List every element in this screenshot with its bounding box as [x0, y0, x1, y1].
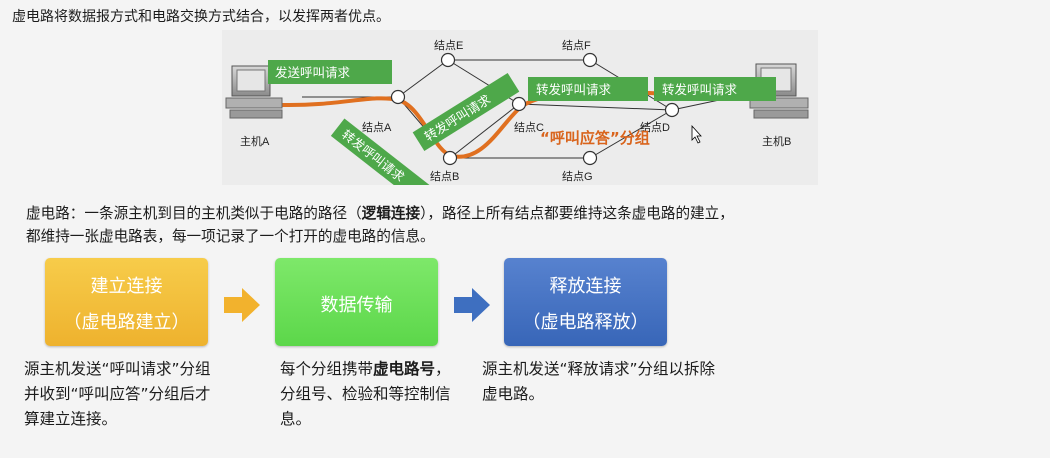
network-links	[302, 59, 758, 159]
arrow-right-icon-2	[454, 288, 490, 322]
host-a-computer-icon	[225, 65, 283, 119]
intro-text: 虚电路将数据报方式和电路交换方式结合，以发挥两者优点。	[12, 9, 390, 25]
definition-line2: 都维持一张虚电路表，每一项记录了一个打开的虚电路的信息。	[26, 228, 435, 245]
send-call-label: 发送呼叫请求	[275, 65, 351, 80]
forward-call-label-4: 转发呼叫请求	[662, 82, 738, 97]
host-a-label: 主机A	[240, 134, 270, 148]
step-release-connection: 释放连接 （虚电路释放）	[504, 258, 667, 346]
forward-call-label-3: 转发呼叫请求	[536, 82, 612, 97]
forward-call-label-box-3: 转发呼叫请求	[528, 77, 648, 101]
transfer-description-bold: 虚电路号	[373, 360, 436, 378]
node-d-label: 结点D	[640, 121, 670, 134]
send-call-label-box: 发送呼叫请求	[268, 60, 392, 84]
step-3-subtitle: （虚电路释放）	[522, 312, 649, 333]
node-c-label: 结点C	[514, 121, 544, 134]
step-1-subtitle: （虚电路建立）	[63, 312, 190, 333]
forward-call-label-box-4: 转发呼叫请求	[654, 77, 776, 101]
virtual-circuit-diagram: 结点E 结点F 结点A 结点C 结点D 结点B 结点G 主机A 主机B	[222, 30, 818, 185]
definition-bold: 逻辑连接	[361, 205, 421, 222]
step-3-title: 释放连接	[549, 276, 622, 297]
forward-call-label-2: 转发呼叫请求	[422, 91, 494, 144]
node-d-circle	[664, 102, 680, 118]
establish-description: 源主机发送“呼叫请求”分组并收到“呼叫应答”分组后才算建立连接。	[24, 360, 211, 428]
node-c-circle	[511, 96, 527, 112]
transfer-description: 每个分组携带虚电路号，分组号、检验和等控制信息。	[280, 357, 460, 432]
node-b-circle	[442, 150, 458, 166]
node-b-label: 结点B	[430, 170, 459, 183]
node-a-label: 结点A	[362, 121, 392, 134]
node-f-label: 结点F	[562, 39, 591, 52]
node-f-circle	[582, 52, 598, 68]
node-g-label: 结点G	[562, 170, 593, 183]
node-a-circle	[390, 89, 406, 105]
node-g-circle	[582, 150, 598, 166]
node-e-label: 结点E	[434, 39, 463, 52]
definition-suffix: ），路径上所有结点都要维持这条虚电路的建立，	[420, 205, 734, 222]
transfer-description-pre: 每个分组携带	[280, 360, 374, 378]
transfer-description-post: ，分组号、检验和等控制信息。	[280, 360, 451, 428]
step-2-title: 数据传输	[320, 295, 393, 316]
step-establish-connection: 建立连接 （虚电路建立）	[45, 258, 208, 346]
step-1-title: 建立连接	[90, 276, 163, 297]
node-e-circle	[440, 52, 456, 68]
definition-text: 虚电路：一条源主机到目的主机类似于电路的路径（逻辑连接），路径上所有结点都要维持…	[26, 202, 1026, 248]
arrow-right-icon-1	[224, 288, 260, 322]
forward-call-label-box-2: 转发呼叫请求	[412, 72, 520, 152]
release-description: 源主机发送“释放请求”分组以拆除虚电路。	[482, 360, 716, 403]
definition-prefix: 虚电路：一条源主机到目的主机类似于电路的路径（	[26, 205, 362, 222]
mouse-cursor-icon	[691, 124, 702, 144]
step-data-transfer: 数据传输	[275, 258, 438, 346]
network-nodes	[390, 52, 680, 166]
call-accept-label: “呼叫应答”分组	[540, 129, 650, 147]
forward-call-label-1: 转发呼叫请求	[339, 127, 408, 185]
host-b-label: 主机B	[762, 134, 791, 148]
